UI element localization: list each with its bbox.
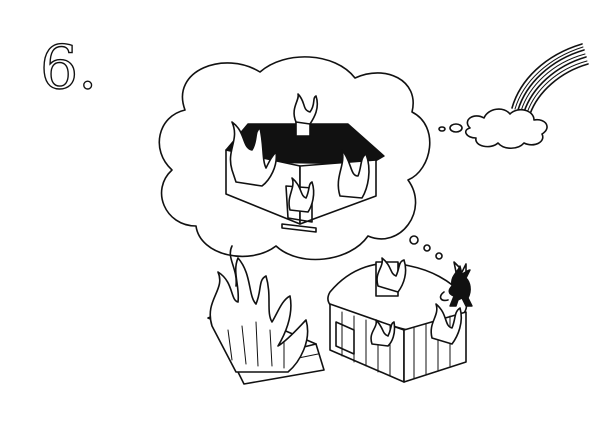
panel-number: 6.: [40, 33, 97, 103]
flame-icon: [209, 245, 309, 373]
flame-icon: [229, 93, 370, 213]
fox-icon: [439, 261, 473, 307]
rainbow-icon: [511, 43, 589, 115]
cloud-icon: [438, 108, 548, 150]
flame-icon: [370, 257, 463, 347]
